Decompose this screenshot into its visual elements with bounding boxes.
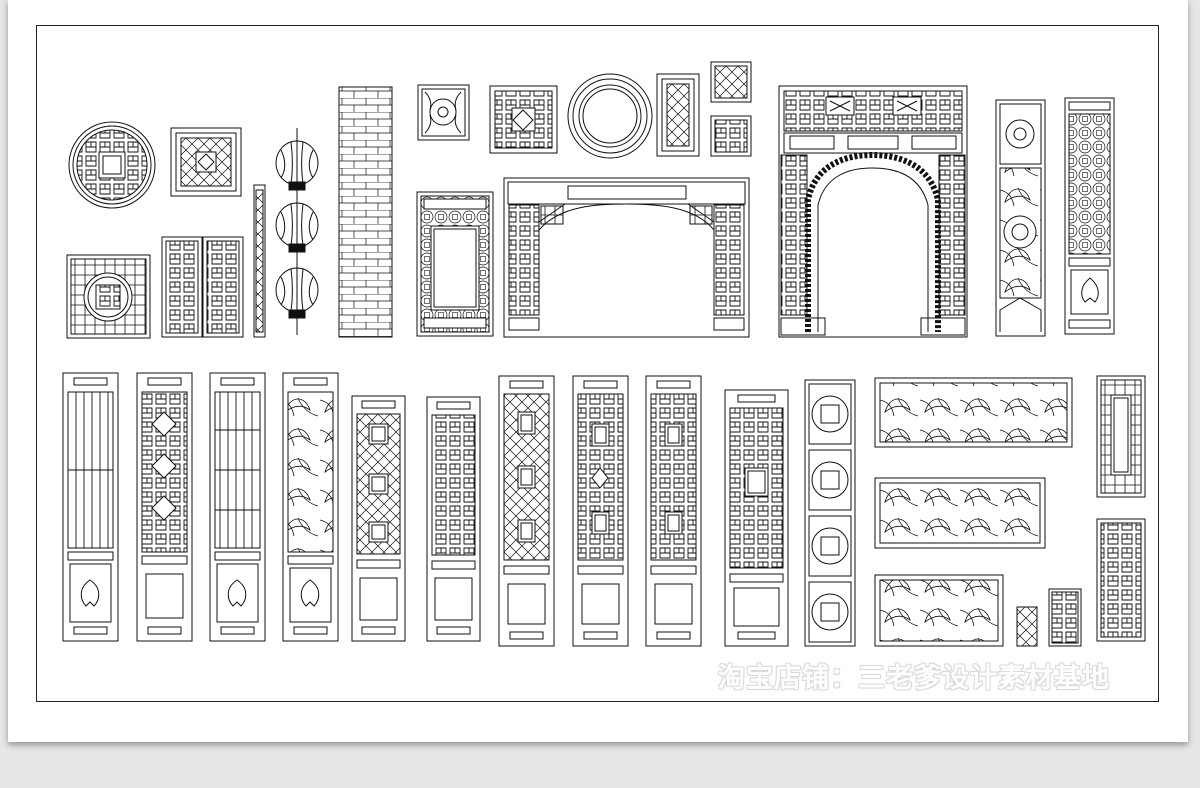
lattice-doorway-arch	[503, 177, 750, 338]
small-lattice-window	[1048, 588, 1082, 647]
quatrefoil-lattice-door	[1064, 97, 1115, 335]
door-cracked-ice-b	[498, 375, 555, 647]
lotus-carved-panel-2	[874, 477, 1046, 549]
door-vertical-slats	[62, 372, 119, 642]
small-square-tiles	[710, 61, 752, 157]
door-fret-lattice-c	[645, 375, 702, 647]
double-lattice-window	[161, 236, 244, 338]
moon-ring-window	[567, 73, 653, 159]
store-watermark: 淘宝店铺：三老爹设计素材基地	[718, 663, 1110, 694]
door-fret-lattice-a	[426, 396, 481, 642]
square-lattice-panel	[170, 127, 242, 197]
carved-gateway	[778, 85, 968, 338]
round-lattice-window	[68, 121, 156, 209]
square-diamond-panel	[489, 85, 558, 154]
medallion-column-panel	[804, 379, 856, 647]
right-lattice-window-bottom	[1096, 518, 1146, 642]
stone-texture-strip	[338, 86, 393, 338]
carved-tall-panel	[995, 99, 1046, 337]
lotus-carved-panel-3	[874, 574, 1004, 647]
small-lattice-tile	[1016, 606, 1038, 647]
hanging-lanterns	[275, 128, 319, 335]
right-lattice-window-top	[1096, 375, 1146, 498]
carved-mirror-frame	[416, 191, 494, 337]
circle-square-window	[66, 254, 151, 339]
carved-square-ornament	[417, 84, 470, 141]
door-fret-lattice-b	[572, 375, 629, 647]
door-cracked-ice	[351, 395, 406, 642]
door-hexagon-lattice	[136, 372, 193, 642]
door-balustrade	[209, 372, 266, 642]
door-scroll-carving	[282, 372, 339, 642]
door-fret-lattice-d	[724, 389, 789, 647]
small-tall-frame-panel	[656, 73, 700, 157]
lotus-carved-panel-1	[874, 377, 1073, 448]
drawing-border	[36, 25, 1159, 702]
narrow-strip-panel	[253, 184, 266, 338]
